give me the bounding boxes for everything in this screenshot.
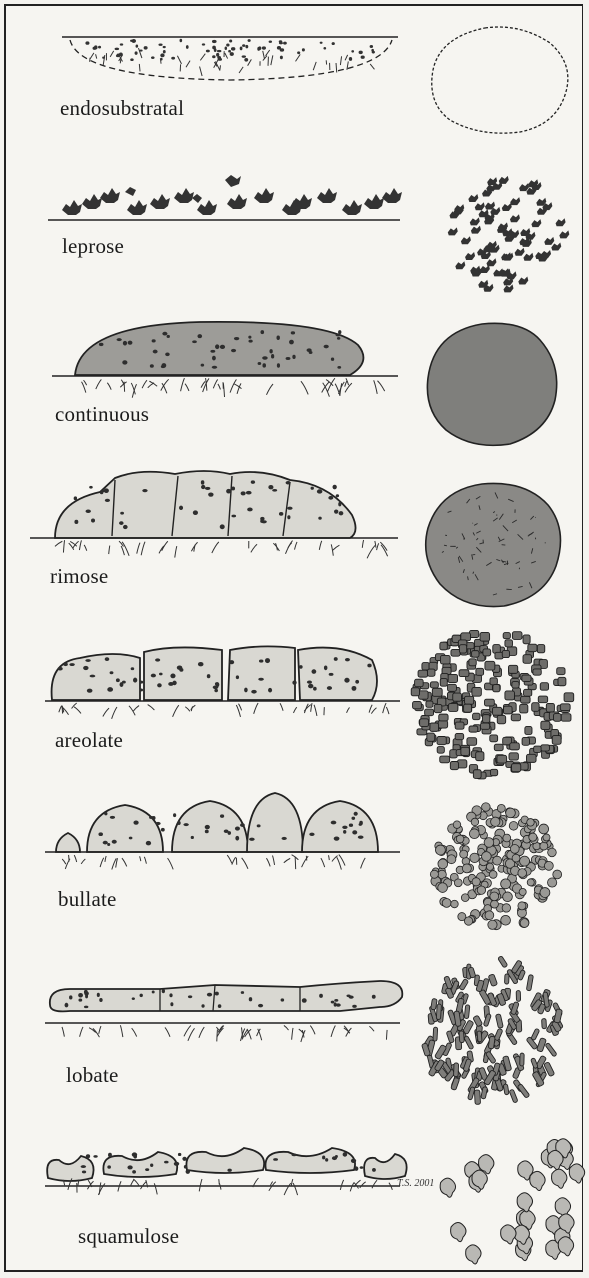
row-endosubstratal: endosubstratal	[0, 0, 585, 150]
label-rimose: rimose	[50, 564, 108, 589]
row-leprose: leprose	[0, 150, 585, 300]
continuous-surface-view	[422, 320, 572, 460]
row-areolate: areolate	[0, 620, 585, 785]
label-endosubstratal: endosubstratal	[60, 96, 184, 121]
bullate-surface-view	[428, 800, 568, 940]
endosubstratal-surface-view	[425, 25, 585, 145]
lobate-surface-view	[412, 951, 582, 1111]
label-areolate: areolate	[55, 728, 123, 753]
rimose-surface-view	[420, 480, 570, 620]
label-continuous: continuous	[55, 402, 149, 427]
label-squamulose: squamulose	[78, 1224, 179, 1249]
squamulose-surface-view	[425, 1124, 585, 1274]
areolate-surface-view	[404, 624, 584, 789]
label-bullate: bullate	[58, 887, 117, 912]
label-leprose: leprose	[62, 234, 124, 259]
row-rimose: rimose	[0, 460, 585, 620]
label-lobate: lobate	[66, 1063, 119, 1088]
row-continuous: continuous	[0, 300, 585, 460]
row-bullate: bullate	[0, 785, 585, 945]
row-lobate: lobate	[0, 945, 585, 1110]
leprose-surface-view	[428, 172, 578, 302]
row-squamulose: T.S. 2001 squamulose	[0, 1110, 585, 1278]
